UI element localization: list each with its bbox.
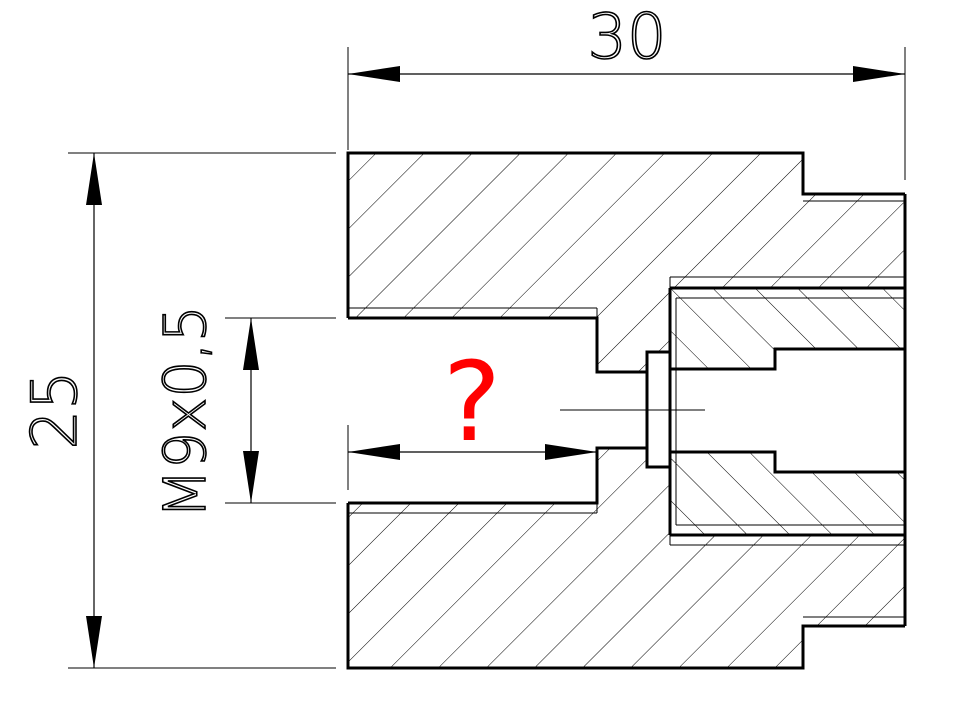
dimension-width: 30 xyxy=(347,0,906,180)
question-mark: ? xyxy=(443,338,501,466)
width-label: 30 xyxy=(588,0,667,73)
thread-label: M9x0,5 xyxy=(151,305,219,519)
dimension-height: 25 xyxy=(17,152,336,669)
insert-part xyxy=(645,286,905,537)
body-section xyxy=(346,151,907,670)
height-label: 25 xyxy=(18,371,91,450)
dimension-depth: ? xyxy=(347,338,597,490)
dimension-thread: M9x0,5 xyxy=(150,304,336,520)
